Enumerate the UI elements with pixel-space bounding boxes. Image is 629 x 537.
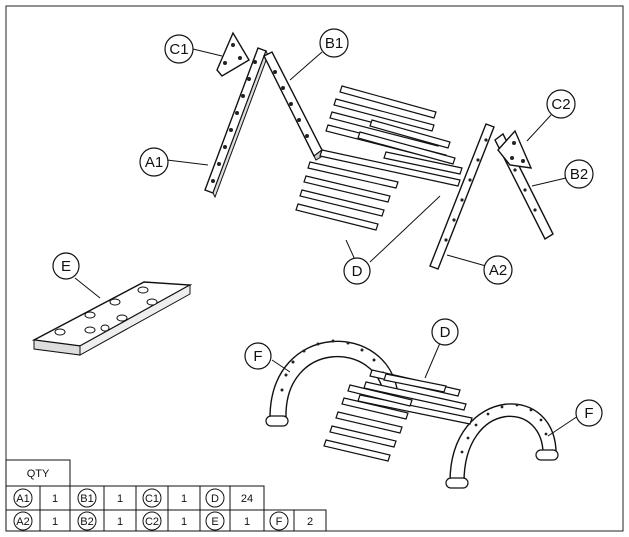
qty-part-f: F <box>276 516 283 528</box>
qty-value-e: 1 <box>244 516 250 528</box>
qty-part-b2: B2 <box>80 516 93 528</box>
callout-c1-label: C1 <box>169 41 188 58</box>
callout-d-top: D <box>343 257 371 285</box>
qty-value-b1: 1 <box>117 493 123 505</box>
callout-f-right: F <box>575 399 603 427</box>
qty-row-1: A1 1 B1 1 C1 1 D 24 <box>13 488 253 508</box>
callout-e-label: E <box>61 258 71 275</box>
callout-f-left-label: F <box>253 348 262 365</box>
part-c1-bracket <box>216 31 250 77</box>
qty-value-d: 24 <box>241 493 253 505</box>
qty-value-a1: 1 <box>52 493 58 505</box>
qty-header: QTY <box>27 468 50 480</box>
callout-d-bottom-label: D <box>440 324 451 341</box>
part-a2-leg <box>429 123 495 270</box>
callout-b2: B2 <box>564 159 594 189</box>
qty-part-c2: C2 <box>145 516 159 528</box>
qty-value-c1: 1 <box>181 493 187 505</box>
drawing-border <box>5 5 624 532</box>
qty-row-2: A2 1 B2 1 C2 1 E 1 F 2 <box>13 511 313 531</box>
qty-part-c1: C1 <box>145 493 159 505</box>
callout-d-top-label: D <box>352 263 363 280</box>
qty-part-e: E <box>211 516 218 528</box>
top-dowels <box>295 85 463 231</box>
callout-c2-label: C2 <box>551 96 570 113</box>
callout-e: E <box>52 252 80 280</box>
callout-f-right-label: F <box>584 405 593 422</box>
qty-part-d: D <box>211 493 219 505</box>
part-a1-leg <box>204 47 269 199</box>
callout-a2: A2 <box>483 255 513 285</box>
part-c2-bracket <box>497 129 533 169</box>
qty-part-a2: A2 <box>16 516 29 528</box>
callout-b1-label: B1 <box>325 35 343 52</box>
qty-value-a2: 1 <box>52 516 58 528</box>
callout-a1: A1 <box>139 147 169 177</box>
part-e-platform <box>31 281 193 356</box>
callout-b2-label: B2 <box>570 166 588 183</box>
callout-c2: C2 <box>546 89 576 119</box>
callout-a2-label: A2 <box>489 262 507 279</box>
qty-value-f: 2 <box>307 516 313 528</box>
callout-c1: C1 <box>164 34 194 64</box>
callout-d-bottom: D <box>431 318 459 346</box>
callout-a1-label: A1 <box>145 154 163 171</box>
top-leader-lines <box>166 48 567 267</box>
part-f-arch-right <box>445 403 559 489</box>
bottom-dowels <box>323 369 473 462</box>
leader-e <box>74 277 101 299</box>
bottom-leader-lines <box>271 342 579 437</box>
qty-value-b2: 1 <box>117 516 123 528</box>
qty-part-a1: A1 <box>16 493 29 505</box>
qty-part-b1: B1 <box>80 493 93 505</box>
callout-f-left: F <box>244 342 272 370</box>
callout-b1: B1 <box>319 28 349 58</box>
qty-value-c2: 1 <box>181 516 187 528</box>
